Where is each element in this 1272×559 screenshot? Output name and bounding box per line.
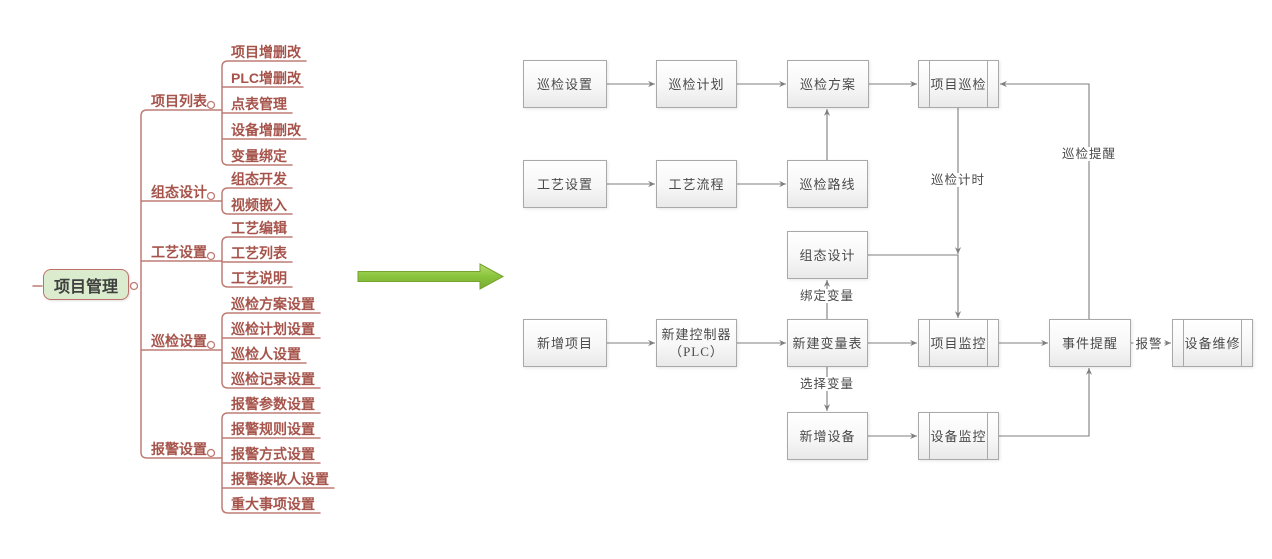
flow-node-label: 巡检路线: [799, 176, 856, 192]
flow-node-process-flow: 工艺流程: [656, 160, 737, 208]
flow-node-new-variable-table: 新建变量表: [787, 319, 868, 367]
flow-node-project-inspect: 项目巡检: [918, 60, 999, 108]
flow-node-process-settings: 工艺设置: [523, 160, 607, 208]
mindmap-leaf[interactable]: 项目增删改: [231, 44, 301, 60]
flow-node-label: 组态设计: [799, 247, 856, 263]
flow-node-inspect-scheme: 巡检方案: [787, 60, 869, 108]
flow-node-label: 设备监控: [930, 428, 987, 444]
flow-node-label: 项目监控: [930, 335, 987, 351]
flow-node-label: 工艺流程: [668, 176, 725, 192]
mindmap-leaf[interactable]: 设备增删改: [231, 122, 301, 138]
branch1-handle-icon[interactable]: [206, 100, 216, 110]
mindmap-branch-alarm-settings[interactable]: 报警设置: [151, 441, 207, 457]
flow-node-inspect-route: 巡检路线: [787, 160, 868, 208]
flow-node-label: 巡检设置: [536, 76, 593, 92]
mindmap-leaf[interactable]: 报警方式设置: [231, 446, 315, 462]
leaf-bracket-1-tees: [221, 86, 307, 140]
root-handle-icon[interactable]: [129, 281, 139, 291]
mindmap-leaf[interactable]: 组态开发: [231, 171, 287, 187]
mindmap-leaf[interactable]: 工艺列表: [231, 245, 287, 261]
flow-node-label-line2: （PLC）: [669, 344, 724, 359]
edge-label-select-variable: 选择变量: [797, 377, 857, 391]
mindmap-leaf[interactable]: 巡检方案设置: [231, 296, 315, 312]
mindmap-branch-config-design[interactable]: 组态设计: [151, 184, 207, 200]
flow-node-project-monitor: 项目监控: [918, 319, 999, 367]
edge-label-bind-variable: 绑定变量: [797, 289, 857, 303]
mindmap-leaf[interactable]: 视频嵌入: [231, 197, 287, 213]
flow-node-device-monitor: 设备监控: [918, 412, 999, 460]
flow-node-new-controller-plc: 新建控制器 （PLC）: [656, 319, 737, 367]
leaf-bracket-5-tees: [221, 437, 335, 489]
mindmap-trunk: [140, 109, 223, 459]
edge-label-inspect-timer: 巡检计时: [928, 173, 988, 187]
leaf-bracket-4-tees: [221, 337, 321, 364]
flow-node-new-project: 新增项目: [523, 319, 607, 367]
branch3-handle-icon[interactable]: [206, 251, 216, 261]
mindmap-leaf[interactable]: 报警接收人设置: [231, 471, 329, 487]
flow-node-label: 事件提醒: [1061, 335, 1118, 351]
flow-node-config-design: 组态设计: [787, 231, 868, 279]
flow-node-event-remind: 事件提醒: [1049, 319, 1131, 367]
flow-node-label: 巡检方案: [799, 76, 856, 92]
branch2-handle-icon[interactable]: [206, 191, 216, 201]
mindmap-leaf[interactable]: 点表管理: [231, 96, 287, 112]
mindmap-leaf[interactable]: 工艺说明: [231, 270, 287, 286]
transform-arrow-icon: [357, 263, 505, 290]
edge-config-design-to-project-monitor: [868, 254, 962, 318]
flow-node-device-repair: 设备维修: [1172, 319, 1253, 367]
mindmap-branch-project-list[interactable]: 项目列表: [151, 93, 207, 109]
mindmap-branch-process-settings[interactable]: 工艺设置: [151, 244, 207, 260]
flow-node-label: 巡检计划: [668, 76, 725, 92]
flow-node-inspect-settings: 巡检设置: [523, 60, 607, 108]
flow-node-label: 设备维修: [1184, 335, 1241, 351]
flow-node-inspect-plan: 巡检计划: [656, 60, 737, 108]
mindmap-branch-inspect-settings[interactable]: 巡检设置: [151, 333, 207, 349]
leaf-bracket-2: [221, 187, 293, 215]
mindmap-leaf[interactable]: 报警规则设置: [231, 421, 315, 437]
flow-node-label: 工艺设置: [536, 176, 593, 192]
edge-label-inspect-remind: 巡检提醒: [1059, 147, 1119, 161]
flow-node-label: 项目巡检: [930, 76, 987, 92]
branch5-handle-icon[interactable]: [206, 448, 216, 458]
mindmap-leaf[interactable]: 变量绑定: [231, 148, 287, 164]
edge-device-monitor-to-event: [999, 368, 1093, 437]
mindmap-leaf[interactable]: 重大事项设置: [231, 496, 315, 512]
mindmap-root[interactable]: 项目管理: [43, 269, 129, 300]
leaf-bracket-4: [221, 312, 321, 389]
branch4-handle-icon[interactable]: [206, 340, 216, 350]
flow-node-label: 新增项目: [536, 335, 593, 351]
flow-node-label: 新建控制器: [661, 327, 732, 342]
mindmap-leaf[interactable]: 工艺编辑: [231, 220, 287, 236]
flow-node-new-device: 新增设备: [787, 412, 868, 460]
mindmap-leaf[interactable]: 巡检计划设置: [231, 321, 315, 337]
mindmap-leaf[interactable]: 报警参数设置: [231, 396, 315, 412]
edge-event-remind-to-project-inspect: [1000, 80, 1090, 319]
flow-node-label: 新建变量表: [792, 335, 863, 351]
flow-node-label: 新增设备: [799, 428, 856, 444]
mindmap-leaf[interactable]: 巡检人设置: [231, 346, 301, 362]
edge-label-alarm: 报警: [1133, 337, 1165, 351]
mindmap-leaf[interactable]: 巡检记录设置: [231, 371, 315, 387]
mindmap-leaf[interactable]: PLC增删改: [231, 70, 301, 86]
